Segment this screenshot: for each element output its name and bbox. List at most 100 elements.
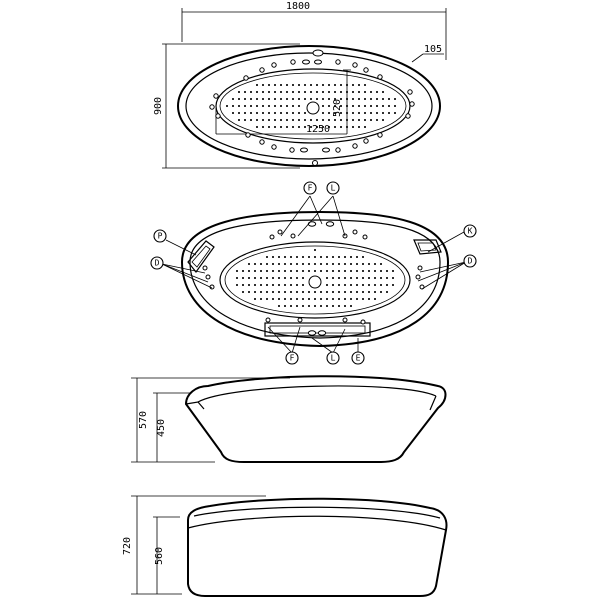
jet (290, 59, 296, 65)
air-jet-dot (368, 298, 370, 300)
air-jet-dot (250, 105, 252, 107)
air-jet-dot (328, 105, 330, 107)
svg-text:L: L (331, 354, 336, 363)
air-jet-dot (386, 270, 388, 272)
air-jet-dot (254, 263, 256, 265)
air-jet-dot (328, 119, 330, 121)
air-jet-dot (266, 270, 268, 272)
air-jet-dot (352, 119, 354, 121)
air-jet-dot (326, 270, 328, 272)
air-jet-dot (290, 270, 292, 272)
air-jet-dot (322, 91, 324, 93)
top-jets (209, 59, 415, 153)
air-jet-dot (314, 270, 316, 272)
jet (209, 104, 215, 110)
air-jet-dot (356, 298, 358, 300)
air-jet-dot (302, 291, 304, 293)
air-jet-dot (290, 277, 292, 279)
air-jet-dot (286, 126, 288, 128)
air-jet-dot (308, 298, 310, 300)
air-jet-dot (332, 277, 334, 279)
air-jet-dot (256, 119, 258, 121)
air-jet-dot (266, 263, 268, 265)
air-jet-dot (362, 263, 364, 265)
air-jet-dot (338, 263, 340, 265)
air-jet-dot (316, 91, 318, 93)
air-jet-dot (350, 270, 352, 272)
air-jet-dot (350, 291, 352, 293)
tub-inner-basin (215, 68, 411, 144)
air-jet-dot (322, 112, 324, 114)
air-jet-dot (364, 119, 366, 121)
jet (215, 113, 221, 119)
air-jet-dot (278, 277, 280, 279)
air-jet-dot (280, 105, 282, 107)
air-jet-dot (338, 277, 340, 279)
air-jet-dot (350, 256, 352, 258)
jet (213, 93, 219, 99)
air-jet-dot (310, 91, 312, 93)
air-jet-dot (302, 270, 304, 272)
air-jet-dot (278, 305, 280, 307)
air-jet-dot (256, 91, 258, 93)
jet (259, 139, 265, 145)
air-jet-dot (334, 91, 336, 93)
air-jet-dot (290, 256, 292, 258)
air-jet-dot (298, 84, 300, 86)
air-jet-dot (362, 291, 364, 293)
air-jet-dot (392, 270, 394, 272)
tub-outer-rim (177, 45, 441, 167)
air-jet-dot (352, 84, 354, 86)
dim-inner-length: 1250 (306, 124, 330, 135)
accessory-view: F L P D K D F L (150, 181, 477, 365)
air-jet-dot (290, 298, 292, 300)
air-jet-dot (326, 298, 328, 300)
air-jet-dot (334, 84, 336, 86)
air-jet-dot (356, 277, 358, 279)
callout-L-bottom: L (326, 351, 340, 365)
jet (271, 62, 277, 68)
air-jet-dot (310, 84, 312, 86)
air-jet-dot (262, 119, 264, 121)
air-jet-dot (256, 98, 258, 100)
air-jet-dot (382, 119, 384, 121)
air-jet-dot (328, 91, 330, 93)
air-jet-dot (286, 84, 288, 86)
air-jet-dot (362, 284, 364, 286)
air-jet-dot (272, 256, 274, 258)
air-jet-dot (344, 277, 346, 279)
air-jet-dot (362, 256, 364, 258)
air-jet-dot (370, 98, 372, 100)
air-jet-dot (356, 284, 358, 286)
air-jet-dot (286, 105, 288, 107)
jet (265, 317, 271, 323)
callout-F-bottom: F (285, 351, 299, 365)
air-jet-dot (260, 277, 262, 279)
air-jet-dot (304, 84, 306, 86)
callout-L-top: L (326, 181, 340, 195)
mid-jets (202, 221, 425, 336)
air-jet-dot (340, 126, 342, 128)
air-jet-dot (290, 263, 292, 265)
air-jet-dot (296, 291, 298, 293)
dim-side-inner: 450 (156, 419, 167, 437)
air-jet-dot (386, 291, 388, 293)
air-jet-dot (292, 119, 294, 121)
jet (363, 138, 369, 144)
air-jet-dot (344, 284, 346, 286)
air-jet-dot (352, 126, 354, 128)
air-jet-dot (280, 91, 282, 93)
air-jet-dot (298, 119, 300, 121)
air-jet-dot (260, 298, 262, 300)
air-jet-dot (382, 91, 384, 93)
svg-text:D: D (155, 259, 160, 268)
air-jet-dot (238, 91, 240, 93)
air-jet-dot (272, 298, 274, 300)
air-jet-dot (350, 284, 352, 286)
air-jet-dot (244, 98, 246, 100)
air-jet-dot (376, 119, 378, 121)
air-jet-dot (232, 105, 234, 107)
air-jet-dot (350, 263, 352, 265)
air-jet-dot (352, 105, 354, 107)
air-jet-dot (298, 105, 300, 107)
